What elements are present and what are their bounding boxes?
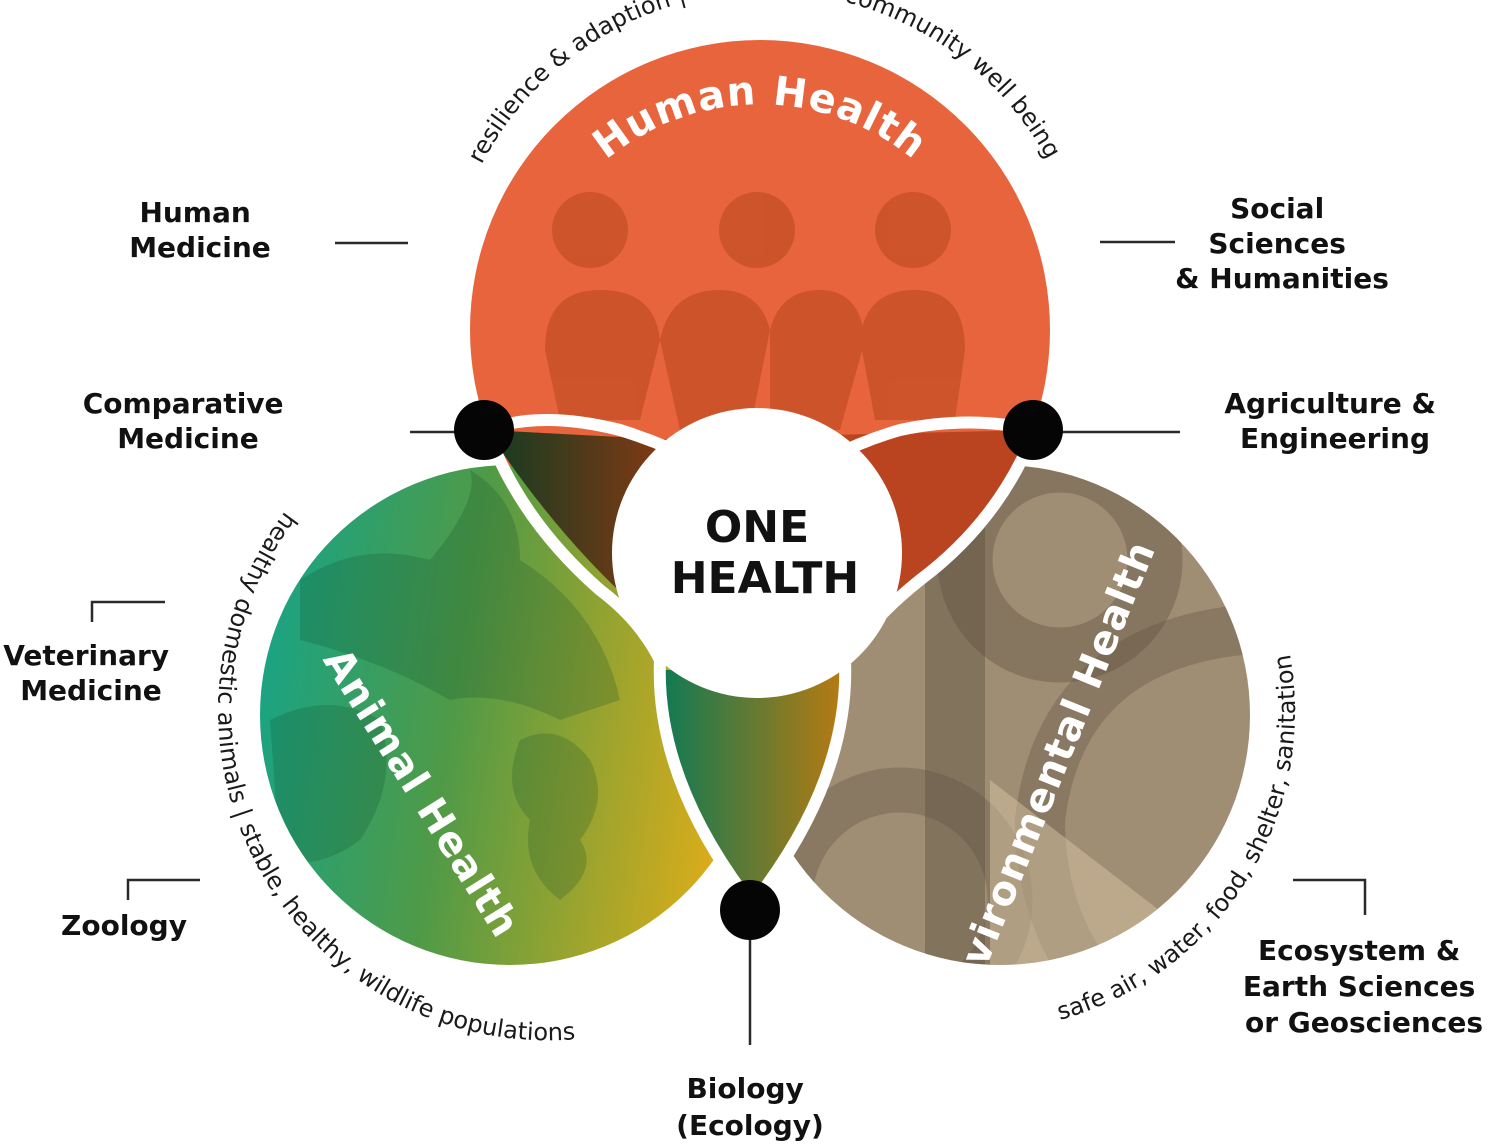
center-line-1: ONE (705, 502, 809, 553)
one-health-center: ONE HEALTH (612, 408, 902, 698)
terrain-pattern-icon (767, 465, 1250, 965)
label-agriculture-engineering: Agriculture & Engineering (1224, 387, 1445, 455)
center-line-2: HEALTH (671, 553, 860, 604)
label-human-medicine: Human Medicine (129, 196, 271, 264)
animal-health-circle: Animal Health (260, 465, 760, 965)
environmental-health-circle: Environmental Health (750, 465, 1250, 1026)
label-zoology: Zoology (61, 909, 187, 942)
label-social-sciences: Social Sciences & Humanities (1175, 192, 1389, 295)
label-comparative-medicine: Comparative Medicine (83, 387, 294, 455)
label-veterinary-medicine: Veterinary Medicine (3, 639, 179, 707)
label-biology: Biology (Ecology) (676, 1072, 824, 1142)
label-ecosystem-sciences: Ecosystem & Earth Sciences or Geoscience… (1243, 934, 1485, 1039)
people-icon (545, 192, 965, 430)
junction-dot-icon (454, 400, 1063, 940)
animal-silhouette-icon (270, 470, 620, 900)
